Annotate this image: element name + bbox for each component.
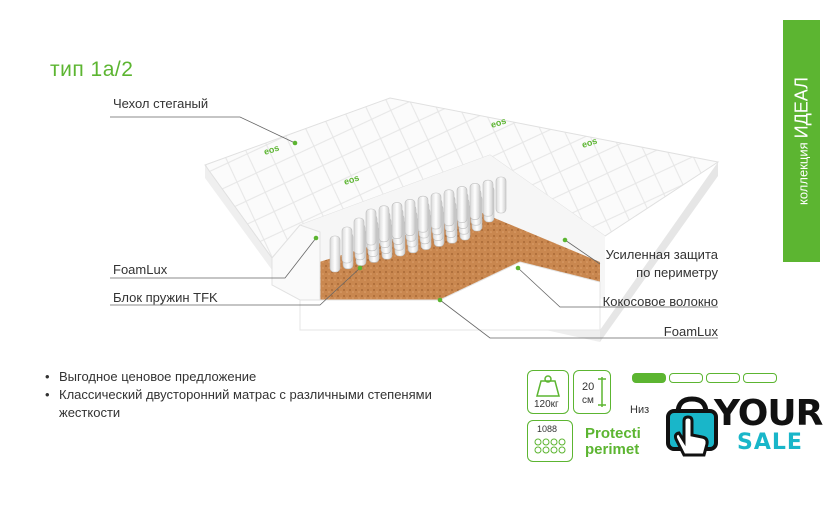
spring-coil: [469, 183, 481, 220]
spring-coil: [378, 205, 390, 243]
leader-foam-right: [439, 299, 718, 339]
marker-dot: [313, 235, 319, 241]
coconut-layer: [300, 212, 600, 300]
features-list: •Выгодное ценовое предложение •Классичес…: [45, 368, 475, 422]
firmness-label: Низ: [630, 404, 650, 416]
brand-print: eos: [263, 143, 281, 157]
firmness-bar: [632, 373, 666, 383]
firmness-bar: [743, 373, 777, 383]
label-foamlux-left: FoamLux: [113, 262, 168, 277]
spring-coil: [329, 235, 341, 273]
yoursale-watermark: YOUR SALE: [662, 393, 832, 465]
label-springs: Блок пружин TFK: [113, 290, 218, 305]
firmness-bar: [706, 373, 740, 383]
spring-coil: [404, 199, 416, 236]
springs-count-badge: 1088: [527, 420, 573, 462]
perimeter-foam: [271, 224, 321, 301]
marker-dot: [437, 297, 443, 303]
weight-icon: [536, 375, 560, 397]
leader-coconut: [517, 267, 718, 308]
watermark-word-your: YOUR: [714, 393, 823, 434]
list-item: •Выгодное ценовое предложение: [45, 369, 257, 384]
brand-print: eos: [581, 136, 599, 150]
mattress-side-right: [600, 162, 718, 342]
weight-badge: 120кг: [527, 370, 569, 414]
spring-coil: [417, 195, 429, 233]
marker-dot: [515, 265, 521, 271]
spring-coil: [353, 217, 365, 255]
label-foamlux-right: FoamLux: [663, 324, 718, 339]
marker-dot: [562, 237, 568, 243]
brand-print: eos: [343, 173, 361, 187]
spring-coil: [430, 192, 442, 230]
ruler-icon: [598, 377, 606, 407]
watermark-word-sale: SALE: [737, 430, 803, 455]
spring-coil: [456, 186, 468, 223]
leader-foam-left: [110, 237, 317, 279]
spring-coil: [443, 189, 455, 227]
marker-dot: [292, 140, 298, 146]
spring-coil: [391, 202, 403, 239]
spring-coil: [482, 179, 494, 217]
springs-icon: [534, 438, 566, 454]
leader-cover: [110, 116, 296, 144]
spring-coil: [365, 208, 377, 246]
spring-coil: [495, 176, 507, 214]
label-coconut: Кокосовое волокно: [602, 294, 718, 309]
leader-perimeter: [564, 239, 601, 265]
list-item: •Классический двусторонний матрас с разл…: [45, 387, 432, 420]
shopping-bag-icon: [666, 396, 718, 457]
marker-dot: [357, 265, 363, 271]
spring-coil: [341, 226, 353, 264]
leader-springs: [110, 267, 361, 306]
product-title: тип 1а/2: [50, 58, 134, 81]
mattress-side-left: [205, 165, 272, 270]
label-cover: Чехол стеганый: [113, 96, 209, 111]
height-badge: 20 см: [573, 370, 611, 414]
collection-tab: коллекцияИДЕАЛ: [783, 20, 820, 262]
brand-print: eos: [490, 116, 508, 130]
firmness-bar: [669, 373, 703, 383]
spring-block: [329, 176, 507, 273]
